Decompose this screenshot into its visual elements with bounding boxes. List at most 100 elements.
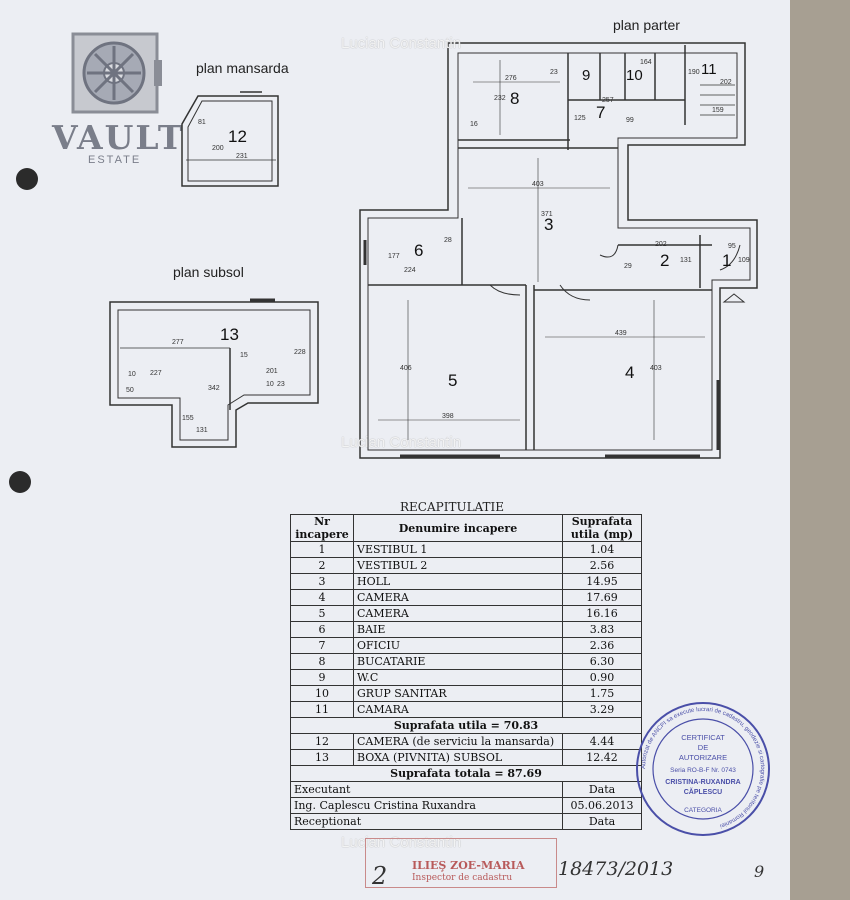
footer-label: Executant [290,781,563,798]
stamp-line7: CATEGORIA [684,807,722,814]
dim-label: 403 [650,365,662,372]
recap-cell-area: 1.04 [562,541,642,558]
recap-cell-nr: 7 [290,637,354,654]
header-area: Suprafata utila (mp) [562,514,642,542]
handwritten-page-number: 9 [754,862,765,881]
stamp-line1: CERTIFICAT [681,733,725,742]
vault-door-icon [71,32,162,114]
ground-floor-outline [359,42,758,459]
recap-cell-area: 2.56 [562,557,642,574]
room-label-13: 13 [220,325,239,344]
recap-cell-nr: 8 [290,653,354,670]
recap-cell-nr: 9 [290,669,354,686]
dim-label: 155 [182,415,194,422]
handwritten-reference: 18473/2013 [558,858,674,880]
dim-label: 403 [532,181,544,188]
dim-label: 276 [505,75,517,82]
dim-label: 29 [624,263,632,270]
plan-mansarda-title: plan mansarda [196,60,289,76]
footer-label: Ing. Caplescu Cristina Ruxandra [290,797,563,814]
watermark-top: Lucian Constantin [341,35,462,52]
recap-cell-nr: 3 [290,573,354,590]
recap-cell-nr: 2 [290,557,354,574]
recap-cell-nr: 10 [290,685,354,702]
punch-hole-bottom [9,471,31,493]
total-row: Suprafata totala = 87.69 [290,765,642,782]
dim-label: 202 [655,241,667,248]
recap-cell-name: CAMERA (de serviciu la mansarda) [353,733,563,750]
room-label-7: 7 [596,103,605,122]
recap-header-row: Nr incapere Denumire incapere Suprafata … [290,514,642,542]
dim-label: 232 [494,95,506,102]
room-label-12: 12 [228,127,247,146]
room-label-9: 9 [582,67,590,84]
dim-label: 227 [150,370,162,377]
recap-cell-area: 0.90 [562,669,642,686]
plan-subsol-title: plan subsol [173,264,244,280]
recap-cell-area: 6.30 [562,653,642,670]
dim-label: 398 [442,413,454,420]
header-name: Denumire incapere [353,514,563,542]
recap-cell-name: BOXA (PIVNITA) SUBSOL [353,749,563,766]
dim-label: 10 [266,381,274,388]
room-13-outline [109,301,319,448]
room-label-2: 2 [660,251,669,270]
recap-cell-nr: 6 [290,621,354,638]
dim-label: 228 [294,349,306,356]
dim-label: 342 [208,385,220,392]
recap-cell-name: CAMERA [353,589,563,606]
dim-label: 23 [550,69,558,76]
recap-cell-area: 1.75 [562,685,642,702]
recap-cell-area: 3.29 [562,701,642,718]
dim-label: 15 [240,352,248,359]
subtotal-row: Suprafata utila = 70.83 [290,717,642,734]
stamp-line4: Seria RO-B-F Nr. 0743 [670,767,736,774]
recap-cell-nr: 11 [290,701,354,718]
dim-label: 50 [126,387,134,394]
recap-cell-name: VESTIBUL 2 [353,557,563,574]
dim-label: 159 [712,107,724,114]
dim-label: 125 [574,115,586,122]
stamp-line5: CRISTINA-RUXANDRA [665,779,740,786]
dim-label: 277 [172,339,184,346]
recap-title: RECAPITULATIE [400,500,505,514]
dim-label: 257 [602,97,614,104]
dim-label: 131 [680,257,692,264]
dim-label: 28 [444,237,452,244]
room-label-4: 4 [625,363,634,382]
recap-cell-nr: 4 [290,589,354,606]
inspector-role: Inspector de cadastru [412,873,513,883]
dim-label: 95 [728,243,736,250]
recap-cell-nr: 1 [290,541,354,558]
recap-cell-name: CAMARA [353,701,563,718]
header-nr: Nr incapere [290,514,354,542]
total-text: Suprafata totala = 87.69 [290,765,642,782]
recap-cell-nr: 13 [290,749,354,766]
room-label-10: 10 [626,67,643,84]
room-label-3: 3 [544,215,553,234]
floor-plans-drawing: 12 13 8 9 10 11 7 3 6 2 1 5 4 81 200 231… [109,42,758,459]
recap-cell-area: 2.36 [562,637,642,654]
dim-label: 16 [470,121,478,128]
dim-label: 200 [212,145,224,152]
stamp-line2: DE [698,743,708,752]
recap-cell-name: OFICIU [353,637,563,654]
footer-value: 05.06.2013 [562,797,642,814]
dim-label: 131 [196,427,208,434]
room-label-6: 6 [414,241,423,260]
recap-cell-name: HOLL [353,573,563,590]
inspector-name: ILIEŞ ZOE-MARIA [412,859,525,872]
dim-label: 109 [738,257,750,264]
footer-value: Data [562,813,642,830]
